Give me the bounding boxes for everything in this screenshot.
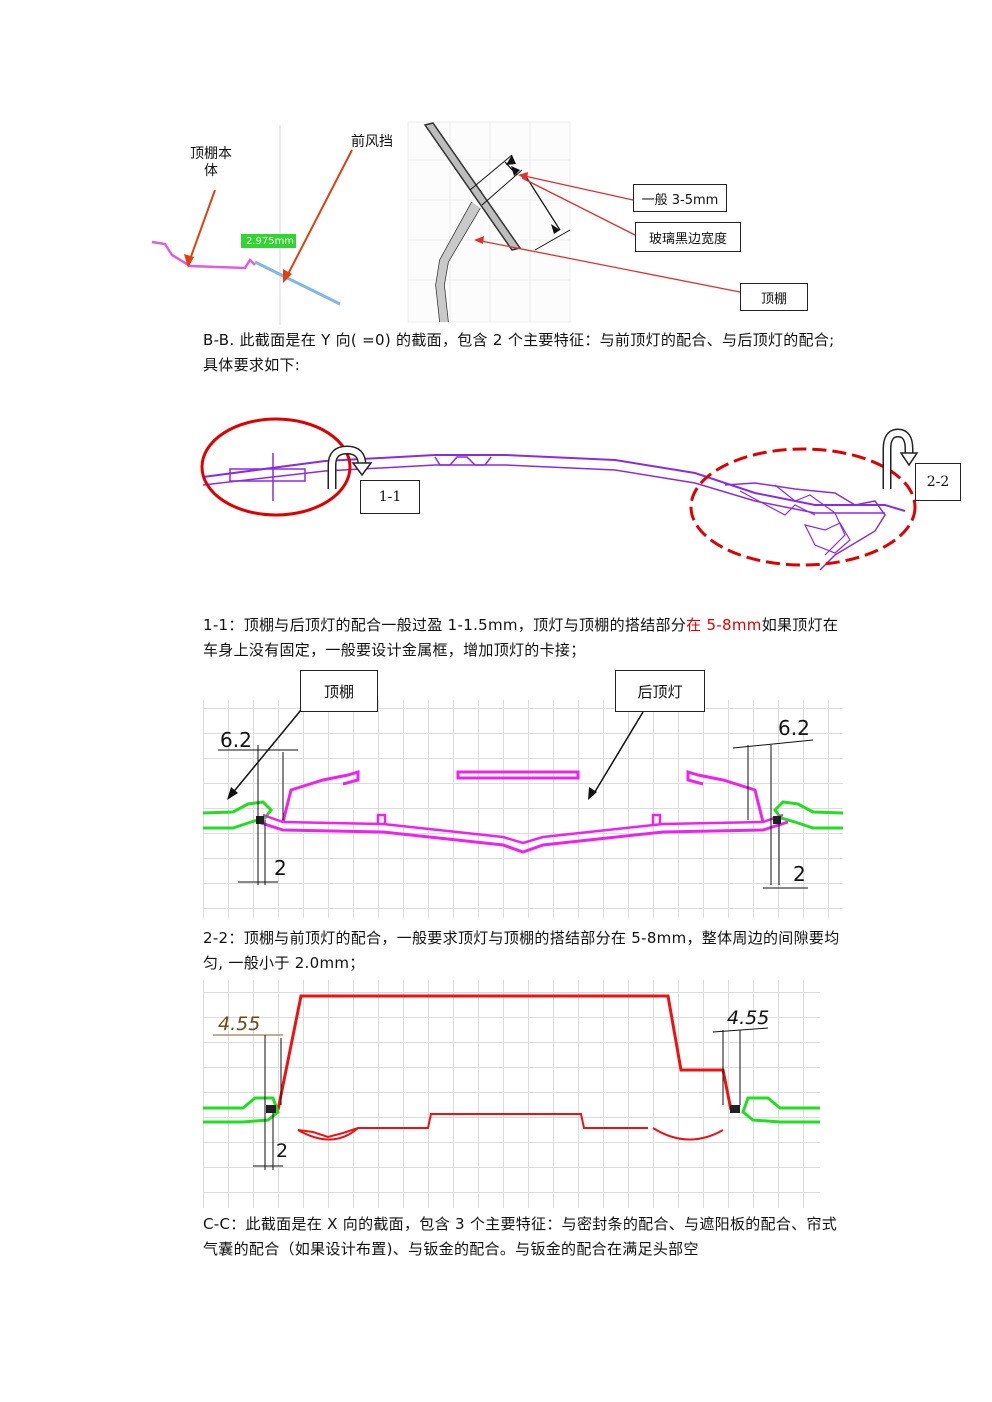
- paragraph-cc: C-C：此截面是在 X 向的截面，包含 3 个主要特征：与密封条的配合、与遮阳板…: [203, 1215, 838, 1258]
- figure-1-1-drawing: [202, 709, 844, 889]
- label-headliner-1-1: 顶棚: [300, 670, 378, 712]
- measure-tag: 2.975mm: [245, 236, 295, 247]
- label-front-windshield: 前风挡: [351, 134, 393, 150]
- dim-right-bottom: 2: [793, 862, 806, 886]
- label-headliner-body: 顶棚本体: [190, 146, 232, 179]
- figure-section: [195, 405, 955, 590]
- label-rear-lamp: 后顶灯: [615, 670, 705, 712]
- paragraph-1-1-part2: 如果顶灯在车身上没有固定，一般要设计金属框，增加顶灯的卡接；: [203, 616, 839, 659]
- dim-2-2-left-top: 4.55: [218, 1013, 261, 1035]
- dim-2-2-bottom: 2: [276, 1140, 289, 1162]
- top-figure-drawing: [151, 121, 741, 325]
- dim-left-bottom: 2: [274, 856, 287, 880]
- paragraph-1-1-highlight: 在 5-8mm: [686, 616, 762, 634]
- label-1-1: 1-1: [360, 480, 420, 514]
- figure-2-2-drawing: [203, 994, 820, 1170]
- dim-2-2-right-top: 4.55: [727, 1007, 770, 1029]
- figure-1-1: [202, 700, 844, 918]
- dim-left-top: 6.2: [220, 728, 252, 752]
- paragraph-bb: B-B. 此截面是在 Y 向( =0) 的截面，包含 2 个主要特征：与前顶灯的…: [203, 331, 835, 374]
- section-drawing: [200, 417, 919, 571]
- label-2-2: 2-2: [915, 463, 961, 501]
- paragraph-2-2: 2-2：顶棚与前顶灯的配合，一般要求顶灯与顶棚的搭结部分在 5-8mm，整体周边…: [203, 929, 840, 972]
- callout-headliner: 顶棚: [740, 283, 808, 311]
- callout-general: 一般 3-5mm: [633, 184, 727, 212]
- callout-glass-border: 玻璃黑边宽度: [635, 222, 741, 252]
- figure-top: [150, 120, 850, 325]
- figure-2-2: [203, 980, 820, 1208]
- paragraph-1-1: 1-1：顶棚与后顶灯的配合一般过盈 1-1.5mm，顶灯与顶棚的搭结部分在 5-…: [203, 613, 843, 663]
- paragraph-1-1-part1: 1-1：顶棚与后顶灯的配合一般过盈 1-1.5mm，顶灯与顶棚的搭结部分: [203, 616, 687, 634]
- dim-right-top: 6.2: [778, 716, 810, 740]
